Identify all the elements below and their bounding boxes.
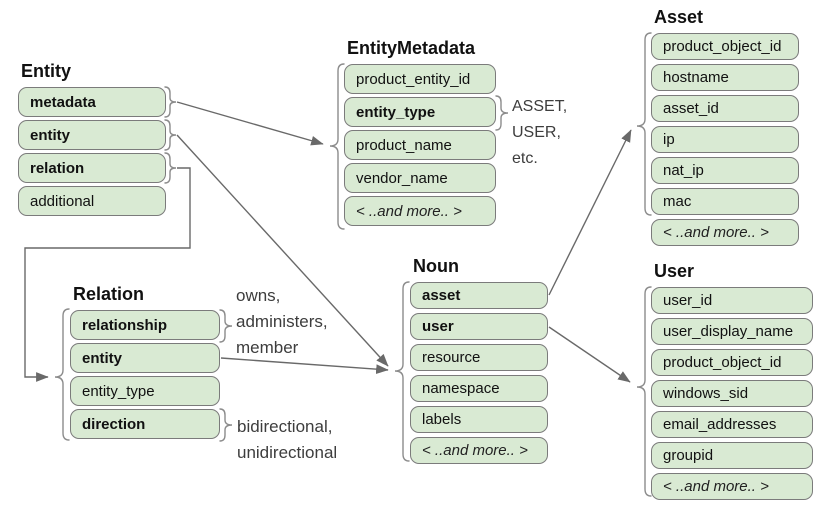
asset-box: Asset product_object_id hostname asset_i… (651, 7, 799, 250)
brace-relation-left (54, 308, 70, 441)
entitymetadata-field-and-more: < ..and more.. > (344, 196, 496, 226)
annotation-line: owns, (236, 286, 281, 305)
arrow-noun-user-to-user (548, 326, 631, 383)
annotation-line: administers, (236, 312, 328, 331)
relation-field-relationship: relationship (70, 310, 220, 340)
noun-field-labels: labels (410, 406, 548, 433)
arrow-entity-entity-to-noun (176, 134, 389, 367)
user-field-email-addresses: email_addresses (651, 411, 813, 438)
asset-field-mac: mac (651, 188, 799, 215)
noun-box-title: Noun (413, 256, 459, 276)
entitymetadata-field-vendor-name: vendor_name (344, 163, 496, 193)
arrow-entity-metadata-to-entitymetadata (176, 101, 324, 146)
user-field-groupid: groupid (651, 442, 813, 469)
annotation-line: member (236, 338, 299, 357)
entity-box: Entity metadata entity relation addition… (18, 61, 166, 219)
brace-direction-annotation (219, 408, 233, 442)
asset-field-ip: ip (651, 126, 799, 153)
annotation-line: USER, (512, 124, 561, 141)
asset-field-hostname: hostname (651, 64, 799, 91)
asset-box-title: Asset (654, 7, 704, 27)
asset-field-product-object-id: product_object_id (651, 33, 799, 60)
brace-relationship-annotation (219, 309, 233, 343)
asset-field-nat-ip: nat_ip (651, 157, 799, 184)
noun-box: Noun asset user resource namespace label… (410, 256, 548, 468)
user-field-windows-sid: windows_sid (651, 380, 813, 407)
entity-field-relation: relation (18, 153, 166, 183)
annotation-line: etc. (512, 150, 538, 167)
user-field-and-more: < ..and more.. > (651, 473, 813, 500)
noun-field-namespace: namespace (410, 375, 548, 402)
annotation-line: ASSET, (512, 98, 568, 115)
asset-field-and-more: < ..and more.. > (651, 219, 799, 246)
brace-entity-relation (164, 152, 177, 184)
relation-box: Relation relationship entity entity_type… (70, 284, 220, 442)
entity-field-entity: entity (18, 120, 166, 150)
arrow-noun-asset-to-asset (548, 129, 632, 296)
entitymetadata-field-product-name: product_name (344, 130, 496, 160)
relation-field-entity: entity (70, 343, 220, 373)
brace-entity-type-annotation (495, 95, 509, 131)
user-box-title: User (654, 261, 695, 281)
relation-field-entity-type: entity_type (70, 376, 220, 406)
arrow-entity-relation-to-relation (24, 167, 191, 382)
asset-field-asset-id: asset_id (651, 95, 799, 122)
entity-field-metadata: metadata (18, 87, 166, 117)
entity-type-values-annotation: ASSET, USER, etc. (512, 94, 567, 172)
entity-field-additional: additional (18, 186, 166, 216)
annotation-line: unidirectional (237, 443, 338, 462)
noun-field-and-more: < ..and more.. > (410, 437, 548, 464)
entity-box-title: Entity (21, 61, 72, 81)
entitymetadata-field-entity-type: entity_type (344, 97, 496, 127)
brace-noun-left (394, 281, 410, 462)
direction-values-annotation: bidirectional, unidirectional (237, 414, 337, 466)
brace-asset-left (636, 32, 652, 216)
noun-field-resource: resource (410, 344, 548, 371)
relationship-values-annotation: owns, administers, member (236, 283, 328, 361)
user-field-user-id: user_id (651, 287, 813, 314)
entitymetadata-field-product-entity-id: product_entity_id (344, 64, 496, 94)
brace-entity-entity (164, 119, 177, 151)
arrow-relation-entity-to-noun (220, 357, 389, 375)
relation-field-direction: direction (70, 409, 220, 439)
annotation-line: bidirectional, (237, 417, 333, 436)
noun-field-asset: asset (410, 282, 548, 309)
user-field-user-display-name: user_display_name (651, 318, 813, 345)
relation-box-title: Relation (73, 284, 145, 304)
entitymetadata-box: EntityMetadata product_entity_id entity_… (344, 38, 496, 229)
brace-entitymetadata-left (329, 63, 345, 230)
noun-field-user: user (410, 313, 548, 340)
user-field-product-object-id: product_object_id (651, 349, 813, 376)
entitymetadata-box-title: EntityMetadata (347, 38, 476, 58)
brace-user-left (636, 286, 652, 497)
user-box: User user_id user_display_name product_o… (651, 261, 813, 504)
brace-entity-metadata (164, 86, 177, 118)
